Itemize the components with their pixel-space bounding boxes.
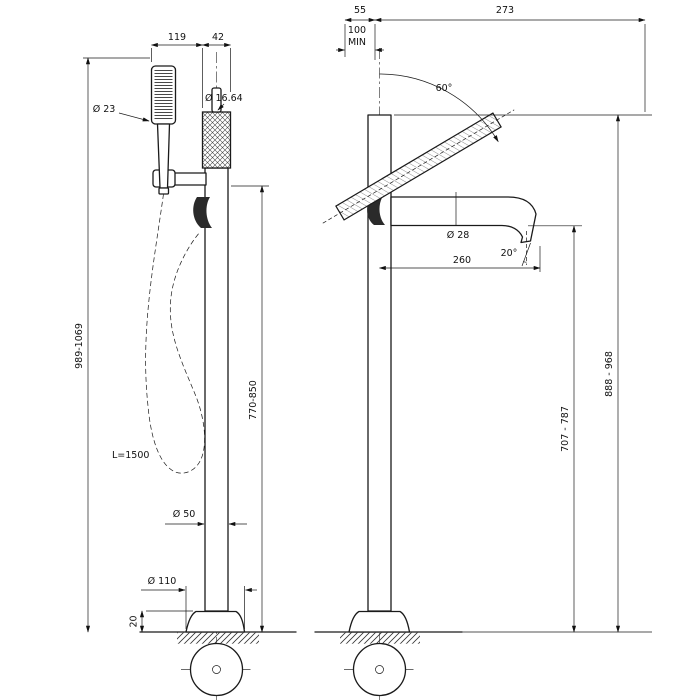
dim-260-label: 260 <box>453 255 471 266</box>
base-plan-circle <box>352 642 407 697</box>
dim-base-thickness: 20 <box>129 610 193 633</box>
dim-overall-height: 989-1069 <box>74 57 150 633</box>
handshower-grip <box>156 123 171 189</box>
dim-119-label: 119 <box>168 32 186 43</box>
side-view: 119 42 Ø 23 Ø 16.64 989-1069 770-850 L=1… <box>74 32 297 700</box>
dim-column-height: 770-850 <box>231 185 269 633</box>
front-view: 60° 55 273 100 MIN Ø 28 <box>314 5 652 700</box>
min-100-label: 100 <box>348 25 366 36</box>
dim-top-widths: 119 42 <box>150 32 232 108</box>
dim-spout-height: 707 - 787 <box>528 225 582 633</box>
knurled-handle <box>201 111 232 169</box>
handshower-axis <box>322 109 515 224</box>
hose-length-label: L=1500 <box>112 450 149 461</box>
dim-273-label: 273 <box>496 5 514 16</box>
dia-28-label: Ø 28 <box>447 230 470 241</box>
dim-spout-reach: 260 <box>378 246 541 272</box>
spout <box>390 196 537 244</box>
base-escutcheon <box>185 610 246 633</box>
dia-50-label: Ø 50 <box>173 509 196 520</box>
dim-handshower-angle: 60° <box>379 73 499 143</box>
base-center-hole <box>212 665 221 674</box>
dia-23-label: Ø 23 <box>93 104 116 115</box>
dim-min-clearance: 100 MIN <box>336 25 384 53</box>
dia-110-label: Ø 110 <box>148 576 177 587</box>
dim-55-label: 55 <box>354 5 366 16</box>
dim-spout-diameter: Ø 28 <box>447 192 470 241</box>
riser-column <box>204 167 229 612</box>
floor-hatch <box>177 632 259 644</box>
shower-hose <box>145 193 205 474</box>
height-707-787-label: 707 - 787 <box>560 406 571 452</box>
dim-spout-tilt: 20° <box>501 231 531 267</box>
height-888-968-label: 888 - 968 <box>604 351 615 397</box>
dim-base-diameter: Ø 110 <box>141 576 257 629</box>
handshower-spray-face <box>154 69 173 121</box>
angle-60-label: 60° <box>436 83 453 94</box>
dia-16-64-label: Ø 16.64 <box>205 93 243 104</box>
dim-cartridge-diameter: Ø 16.64 <box>205 93 243 111</box>
dim-column-diameter: Ø 50 <box>165 509 247 527</box>
base-center-hole <box>375 665 384 674</box>
hose-nut <box>158 187 170 195</box>
floor-hatch <box>340 632 420 644</box>
min-word-label: MIN <box>348 37 366 48</box>
handshower-tilted <box>322 109 515 224</box>
dim-overall-height: 888 - 968 <box>394 114 652 633</box>
angle-20-label: 20° <box>501 248 518 259</box>
dim-top-depths: 55 273 <box>344 5 646 112</box>
base-plan-circle <box>189 642 244 697</box>
dim-42-label: 42 <box>212 32 224 43</box>
hose-outlet-elbow <box>193 197 212 228</box>
dim-handshower-diameter: Ø 23 <box>93 104 150 122</box>
height-770-850-label: 770-850 <box>248 380 259 420</box>
base-escutcheon <box>348 610 411 633</box>
height-989-1069-label: 989-1069 <box>74 323 85 369</box>
base-20-label: 20 <box>129 615 140 627</box>
